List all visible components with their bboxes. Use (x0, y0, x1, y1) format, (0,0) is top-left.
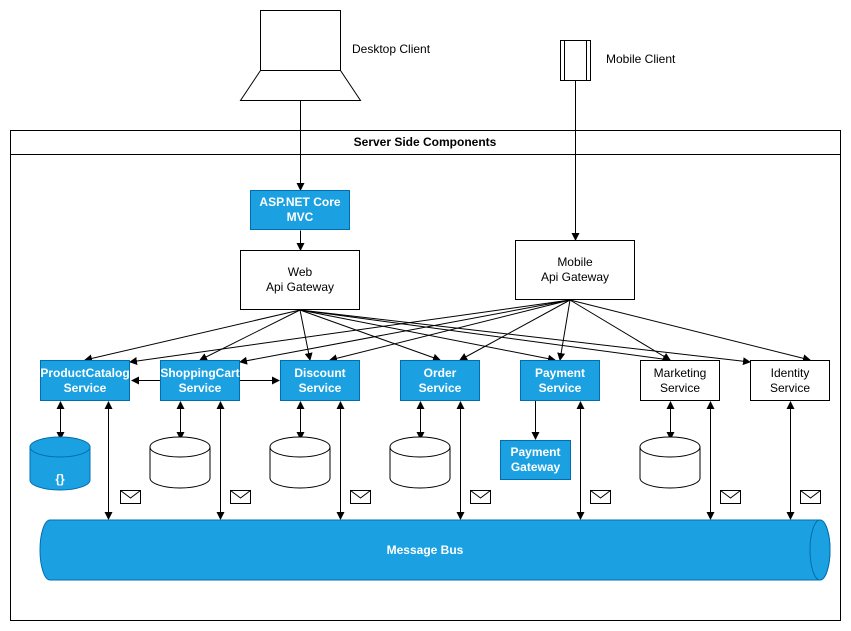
aspnet-mvc-node: ASP.NET Core MVC (250, 190, 350, 230)
message-bus-label: Message Bus (386, 543, 464, 557)
web-gateway-connectors (84, 309, 751, 366)
envelope-icon (120, 490, 141, 504)
message-bus-cylinder (39, 519, 831, 581)
payment-service-node: Payment Service (520, 360, 600, 401)
database-icon (389, 436, 451, 489)
database-icon (639, 436, 701, 489)
order-service-node: Order Service (400, 360, 480, 401)
payment-gateway-node: Payment Gateway (500, 440, 571, 480)
database-icon (149, 436, 211, 489)
envelope-icon (230, 490, 251, 504)
service-bus-connectors (104, 401, 795, 520)
mobile-client-label: Mobile Client (606, 52, 676, 66)
product-catalog-service-node: ProductCatalog Service (40, 360, 130, 401)
envelope-icon (470, 490, 491, 504)
identity-service-node: Identity Service (750, 360, 830, 401)
server-side-title: Server Side Components (353, 135, 497, 149)
mobile-api-gateway-node: Mobile Api Gateway (515, 240, 635, 300)
web-api-gateway-node: Web Api Gateway (240, 250, 360, 310)
database-icon (269, 436, 331, 489)
mobile-gateway-connectors (129, 299, 811, 365)
envelope-icon (720, 490, 741, 504)
envelope-icon (590, 490, 611, 504)
document-db-label: {} (55, 472, 65, 486)
envelope-icon (350, 490, 371, 504)
document-database-icon: {} (29, 436, 91, 491)
desktop-client-label: Desktop Client (352, 42, 431, 56)
laptop-icon (239, 10, 362, 101)
shopping-cart-service-node: ShoppingCart Service (160, 360, 240, 401)
service-db-connectors (56, 401, 675, 440)
discount-service-node: Discount Service (280, 360, 360, 401)
marketing-service-node: Marketing Service (640, 360, 720, 401)
envelope-icon (800, 490, 821, 504)
mobile-phone-icon (560, 40, 591, 81)
